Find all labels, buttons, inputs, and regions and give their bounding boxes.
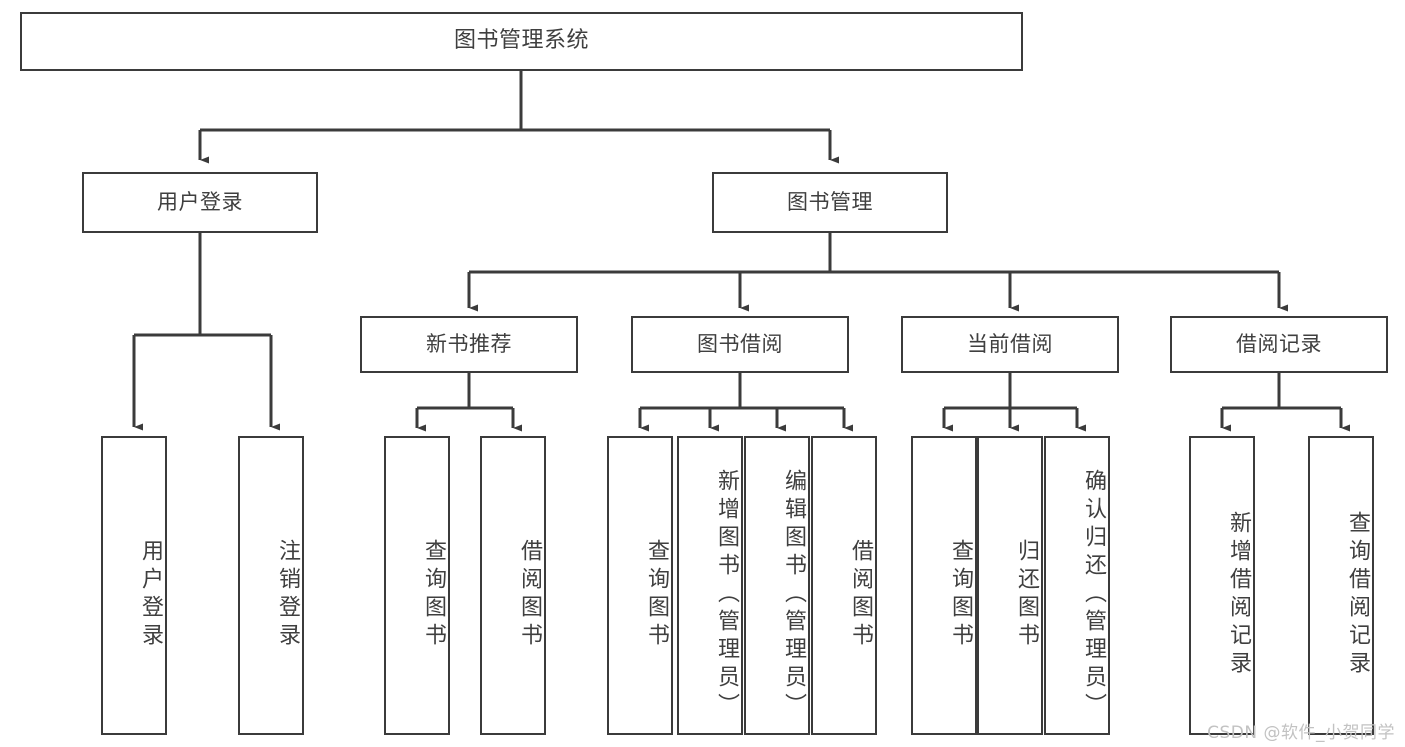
- node-label: 归还图书: [1014, 538, 1039, 651]
- node-label: 新增借阅记录: [1226, 510, 1251, 679]
- node-label: 用户登录: [157, 189, 243, 214]
- leaf-record-query-record[interactable]: 查询借阅记录: [1308, 436, 1374, 735]
- node-label: 借阅记录: [1236, 331, 1322, 356]
- leaf-current-confirm-return-admin[interactable]: 确认归还（管理员）: [1044, 436, 1110, 735]
- leaf-borrow-query-book[interactable]: 查询图书: [607, 436, 673, 735]
- leaf-recommend-borrow-book[interactable]: 借阅图书: [480, 436, 546, 735]
- node-current-borrow[interactable]: 当前借阅: [901, 316, 1119, 373]
- leaf-borrow-add-book-admin[interactable]: 新增图书（管理员）: [677, 436, 743, 735]
- leaf-recommend-query-book[interactable]: 查询图书: [384, 436, 450, 735]
- leaf-borrow-edit-book-admin[interactable]: 编辑图书（管理员）: [744, 436, 810, 735]
- node-label: 当前借阅: [967, 331, 1053, 356]
- node-label: 编辑图书（管理员）: [781, 468, 806, 721]
- node-label: 图书管理系统: [453, 28, 589, 54]
- csdn-watermark: CSDN @软件_小贺同学: [1207, 723, 1395, 743]
- node-label: 查询图书: [948, 538, 973, 651]
- node-label: 新书推荐: [426, 331, 512, 356]
- node-book-borrow[interactable]: 图书借阅: [631, 316, 849, 373]
- leaf-record-add-record[interactable]: 新增借阅记录: [1189, 436, 1255, 735]
- node-label: 新增图书（管理员）: [714, 468, 739, 721]
- node-borrow-record[interactable]: 借阅记录: [1170, 316, 1388, 373]
- node-label: 查询借阅记录: [1345, 510, 1370, 679]
- node-label: 图书管理: [787, 189, 873, 214]
- node-book-management[interactable]: 图书管理: [712, 172, 948, 233]
- node-label: 查询图书: [421, 538, 446, 651]
- leaf-user-login-logout[interactable]: 注销登录: [238, 436, 304, 735]
- node-label: 用户登录: [138, 538, 163, 651]
- leaf-current-return-book[interactable]: 归还图书: [977, 436, 1043, 735]
- leaf-current-query-book[interactable]: 查询图书: [911, 436, 977, 735]
- node-label: 借阅图书: [848, 538, 873, 651]
- node-label: 图书借阅: [697, 331, 783, 356]
- node-label: 借阅图书: [517, 538, 542, 651]
- node-user-login[interactable]: 用户登录: [82, 172, 318, 233]
- leaf-borrow-borrow-book[interactable]: 借阅图书: [811, 436, 877, 735]
- node-root-system[interactable]: 图书管理系统: [20, 12, 1023, 71]
- leaf-user-login-login[interactable]: 用户登录: [101, 436, 167, 735]
- node-label: 注销登录: [275, 538, 300, 651]
- node-label: 确认归还（管理员）: [1081, 468, 1106, 721]
- node-label: 查询图书: [644, 538, 669, 651]
- node-new-book-recommend[interactable]: 新书推荐: [360, 316, 578, 373]
